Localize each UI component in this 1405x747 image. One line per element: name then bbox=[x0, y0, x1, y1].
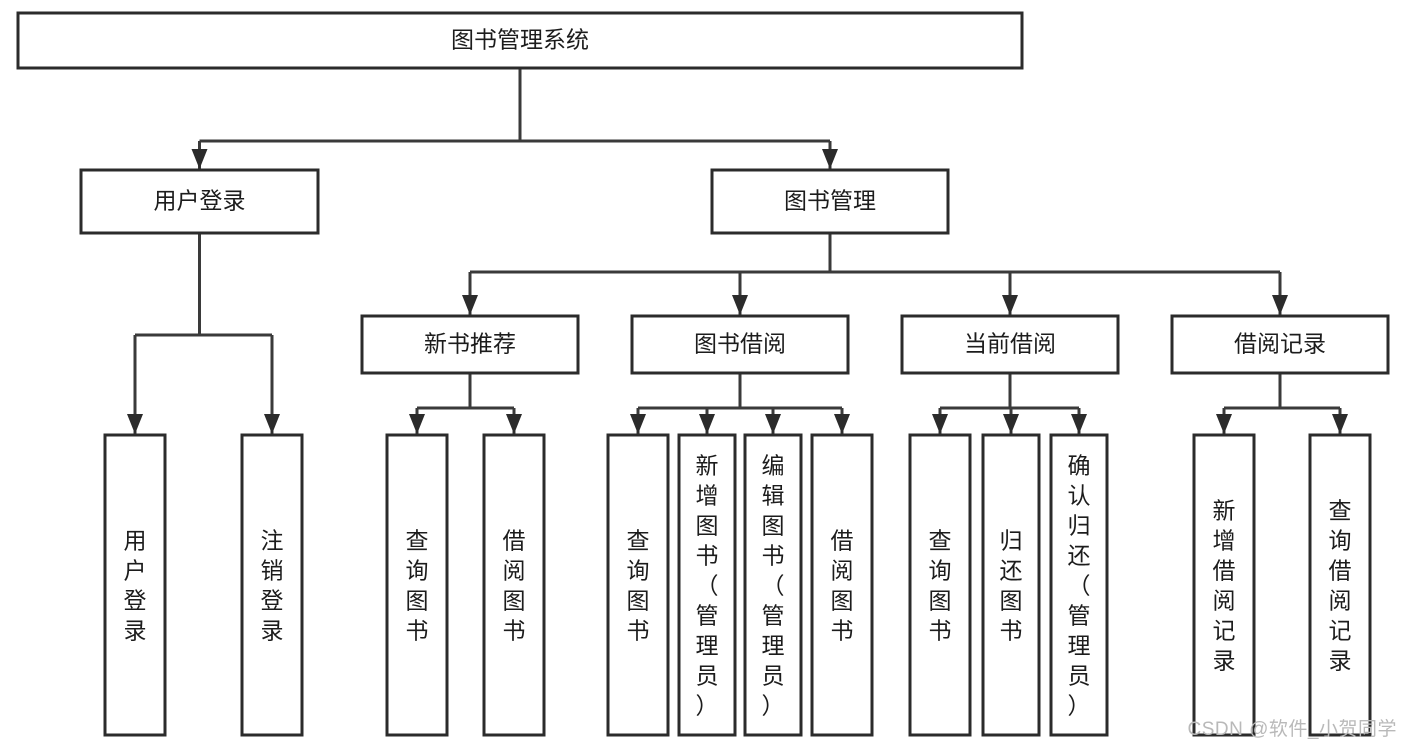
book-borrow-to-leaves-arrow-3 bbox=[834, 414, 850, 434]
book-borrow-to-leaves-arrow-0 bbox=[630, 414, 646, 434]
node-borrow-record-label: 借阅记录 bbox=[1234, 331, 1326, 357]
book-borrow-to-leaves-arrow-2 bbox=[765, 414, 781, 434]
node-leaf-confirm-return-admin[interactable]: 确认归还（管理员） bbox=[1049, 433, 1109, 737]
user-login-to-leaves-arrow-1 bbox=[264, 414, 280, 434]
node-leaf-query-book-2-label: 查询图书 bbox=[627, 527, 650, 643]
node-root-system-box bbox=[16, 11, 1024, 70]
borrow-record-to-leaves-arrow-1 bbox=[1332, 414, 1348, 434]
book-manage-to-level2-arrow-1 bbox=[732, 295, 748, 315]
node-leaf-query-borrow-record[interactable]: 查询借阅记录 bbox=[1308, 433, 1372, 737]
node-leaf-borrow-book-1[interactable]: 借阅图书 bbox=[482, 433, 546, 737]
node-new-book-recommend-box bbox=[360, 314, 580, 375]
node-leaf-add-borrow-record-box bbox=[1192, 433, 1256, 737]
book-borrow-to-leaves-arrow-1 bbox=[699, 414, 715, 434]
new-book-recommend-to-leaves-arrow-0 bbox=[409, 414, 425, 434]
node-leaf-edit-book-admin-box bbox=[743, 433, 803, 737]
current-borrow-to-leaves-arrow-1 bbox=[1003, 414, 1019, 434]
node-leaf-borrow-book-2[interactable]: 借阅图书 bbox=[810, 433, 874, 737]
connector-layer bbox=[127, 68, 1348, 434]
node-leaf-add-book-admin-label: 新增图书（管理员） bbox=[696, 452, 719, 718]
node-leaf-logout-login[interactable]: 注销登录 bbox=[240, 433, 304, 737]
root-to-level1-arrow-0 bbox=[191, 149, 208, 169]
node-leaf-query-book-1-box bbox=[385, 433, 449, 737]
node-leaf-query-book-3-box bbox=[908, 433, 972, 737]
node-root-system[interactable]: 图书管理系统 bbox=[16, 11, 1024, 70]
node-leaf-edit-book-admin[interactable]: 编辑图书（管理员） bbox=[743, 433, 803, 737]
node-leaf-add-borrow-record-label: 新增借阅记录 bbox=[1213, 497, 1236, 673]
node-user-login-box bbox=[79, 168, 320, 235]
node-leaf-borrow-book-1-box bbox=[482, 433, 546, 737]
node-book-manage-label: 图书管理 bbox=[784, 188, 876, 214]
node-new-book-recommend[interactable]: 新书推荐 bbox=[360, 314, 580, 375]
node-current-borrow-label: 当前借阅 bbox=[964, 331, 1056, 357]
new-book-recommend-to-leaves-arrow-1 bbox=[506, 414, 522, 434]
node-leaf-logout-login-label: 注销登录 bbox=[261, 527, 284, 643]
node-layer: 图书管理系统用户登录图书管理新书推荐图书借阅当前借阅借阅记录用户登录注销登录查询… bbox=[16, 11, 1390, 737]
node-leaf-return-book[interactable]: 归还图书 bbox=[981, 433, 1041, 737]
node-leaf-query-book-2[interactable]: 查询图书 bbox=[606, 433, 670, 737]
node-book-manage[interactable]: 图书管理 bbox=[710, 168, 950, 235]
node-leaf-query-book-2-box bbox=[606, 433, 670, 737]
node-book-manage-box bbox=[710, 168, 950, 235]
book-manage-to-level2-arrow-3 bbox=[1272, 295, 1288, 315]
node-leaf-borrow-book-1-label: 借阅图书 bbox=[503, 527, 526, 643]
node-leaf-confirm-return-admin-box bbox=[1049, 433, 1109, 737]
node-leaf-return-book-box bbox=[981, 433, 1041, 737]
node-leaf-user-login[interactable]: 用户登录 bbox=[103, 433, 167, 737]
node-leaf-query-book-1[interactable]: 查询图书 bbox=[385, 433, 449, 737]
current-borrow-to-leaves-arrow-0 bbox=[932, 414, 948, 434]
node-leaf-logout-login-box bbox=[240, 433, 304, 737]
node-borrow-record[interactable]: 借阅记录 bbox=[1170, 314, 1390, 375]
current-borrow-to-leaves-arrow-2 bbox=[1071, 414, 1087, 434]
node-leaf-add-book-admin[interactable]: 新增图书（管理员） bbox=[677, 433, 737, 737]
node-user-login[interactable]: 用户登录 bbox=[79, 168, 320, 235]
node-book-borrow-label: 图书借阅 bbox=[694, 331, 786, 357]
node-current-borrow-box bbox=[900, 314, 1120, 375]
node-leaf-user-login-box bbox=[103, 433, 167, 737]
node-leaf-query-borrow-record-box bbox=[1308, 433, 1372, 737]
node-leaf-borrow-book-2-box bbox=[810, 433, 874, 737]
node-new-book-recommend-label: 新书推荐 bbox=[424, 331, 516, 357]
node-leaf-query-borrow-record-label: 查询借阅记录 bbox=[1329, 497, 1352, 673]
node-leaf-add-borrow-record[interactable]: 新增借阅记录 bbox=[1192, 433, 1256, 737]
borrow-record-to-leaves-arrow-0 bbox=[1216, 414, 1232, 434]
node-borrow-record-box bbox=[1170, 314, 1390, 375]
node-leaf-borrow-book-2-label: 借阅图书 bbox=[831, 527, 854, 643]
book-manage-to-level2-arrow-0 bbox=[462, 295, 478, 315]
csdn-watermark: CSDN @软件_小贺同学 bbox=[1187, 719, 1397, 740]
node-leaf-return-book-label: 归还图书 bbox=[1000, 527, 1023, 643]
node-root-system-label: 图书管理系统 bbox=[451, 27, 589, 53]
node-leaf-query-book-3[interactable]: 查询图书 bbox=[908, 433, 972, 737]
book-manage-to-level2-arrow-2 bbox=[1002, 295, 1018, 315]
node-leaf-user-login-label: 用户登录 bbox=[124, 527, 147, 643]
node-book-borrow[interactable]: 图书借阅 bbox=[630, 314, 850, 375]
node-current-borrow[interactable]: 当前借阅 bbox=[900, 314, 1120, 375]
node-leaf-confirm-return-admin-label: 确认归还（管理员） bbox=[1068, 452, 1091, 718]
root-to-level1-arrow-1 bbox=[822, 149, 838, 169]
node-leaf-add-book-admin-box bbox=[677, 433, 737, 737]
node-leaf-query-book-1-label: 查询图书 bbox=[406, 527, 429, 643]
node-leaf-query-book-3-label: 查询图书 bbox=[929, 527, 952, 643]
user-login-to-leaves-arrow-0 bbox=[127, 414, 143, 434]
node-book-borrow-box bbox=[630, 314, 850, 375]
node-leaf-edit-book-admin-label: 编辑图书（管理员） bbox=[762, 452, 785, 718]
node-user-login-label: 用户登录 bbox=[154, 188, 246, 214]
